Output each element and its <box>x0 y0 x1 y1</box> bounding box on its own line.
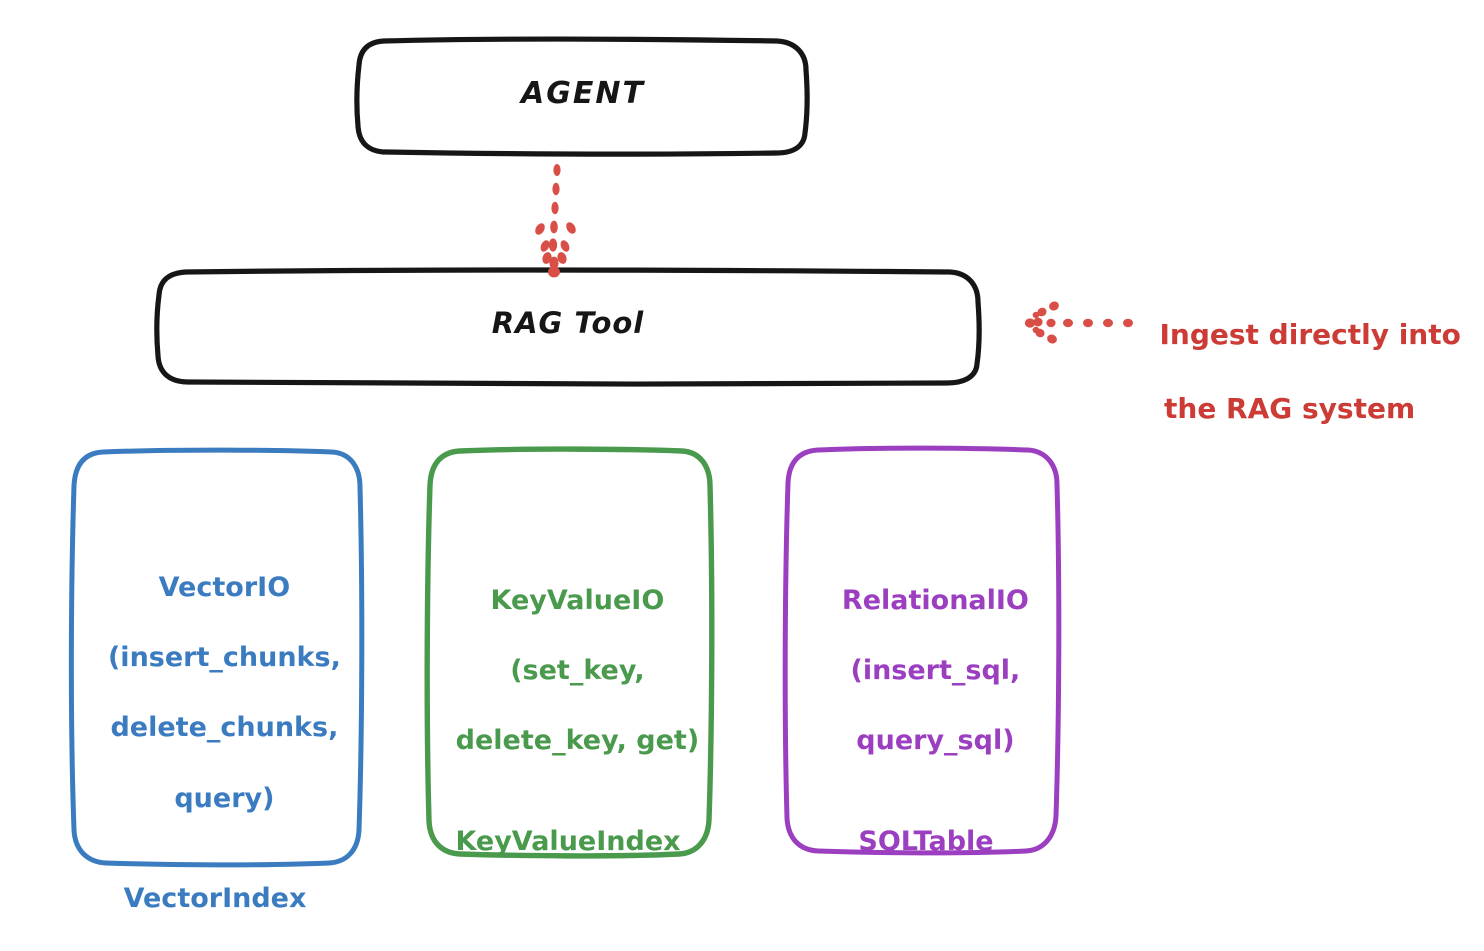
diagram-canvas <box>68 36 1133 868</box>
edge-agent-to-rag-tool <box>535 164 576 278</box>
relational-io-box-outline <box>782 445 1062 856</box>
node-vector-io[interactable] <box>68 447 365 868</box>
vector-io-box-outline <box>68 447 365 868</box>
agent-box-outline <box>354 36 810 157</box>
node-relational-io[interactable] <box>782 445 1062 856</box>
node-rag-tool[interactable] <box>154 267 982 387</box>
rag-tool-box-outline <box>154 267 982 387</box>
key-value-io-box-outline <box>424 446 715 859</box>
edge-ingest-annotation-arrow <box>1024 301 1133 344</box>
node-key-value-io[interactable] <box>424 446 715 859</box>
node-agent[interactable] <box>354 36 810 157</box>
